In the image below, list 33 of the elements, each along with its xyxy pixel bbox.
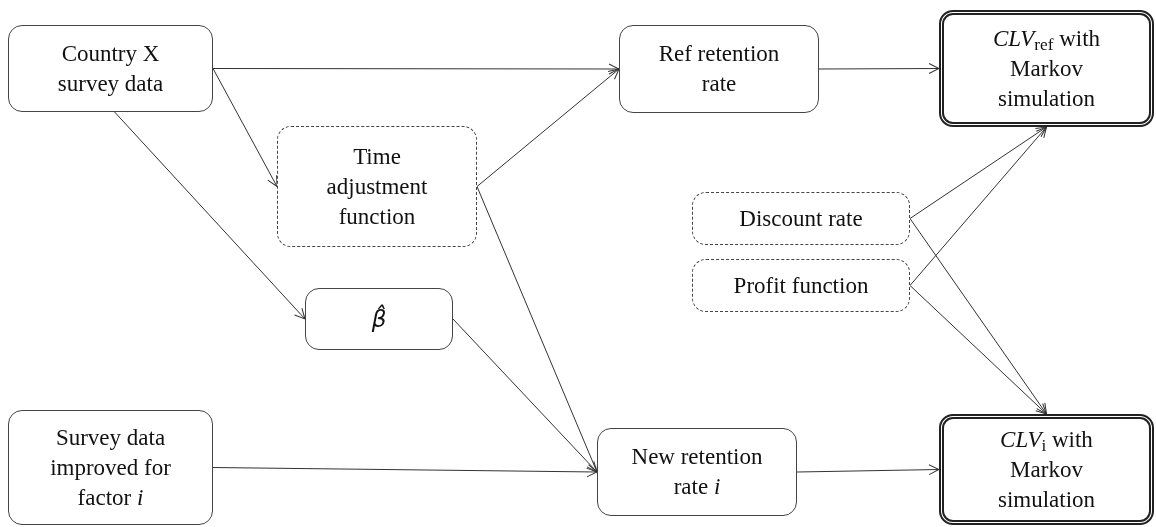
box-label: Country X survey data	[56, 39, 165, 98]
process-box	[692, 192, 910, 245]
process-box	[939, 414, 1154, 525]
process-box	[597, 428, 797, 516]
process-box	[8, 410, 213, 525]
box-label: New retention rate i	[630, 443, 764, 501]
arrow	[909, 218, 1047, 415]
box-label: Discount rate	[739, 204, 863, 233]
arrow	[476, 186, 599, 473]
box-label: Time adjustment function	[325, 142, 429, 231]
arrow	[114, 111, 306, 320]
arrow	[818, 63, 940, 75]
process-box	[692, 259, 910, 312]
box-label: CLV$_{i}$ with Markov simulation	[996, 425, 1097, 514]
arrow	[212, 63, 620, 75]
arrow	[212, 466, 598, 478]
process-box	[8, 25, 213, 112]
box-label: β̂	[371, 304, 387, 334]
arrow	[476, 68, 620, 187]
arrow	[796, 464, 940, 476]
arrow	[452, 318, 598, 473]
process-box	[277, 126, 477, 247]
arrow	[212, 68, 278, 187]
process-box	[619, 25, 819, 113]
arrow	[909, 126, 1047, 219]
arrow	[909, 126, 1047, 286]
process-box	[939, 10, 1154, 127]
box-label: Ref retention rate	[657, 40, 781, 98]
box-label: CLV$_{ref}$ with Markov simulation	[991, 24, 1102, 113]
box-label: Profit function	[733, 271, 869, 300]
arrow	[909, 285, 1047, 415]
process-box	[305, 288, 453, 350]
box-label: Survey data improved for factor i	[49, 423, 172, 512]
